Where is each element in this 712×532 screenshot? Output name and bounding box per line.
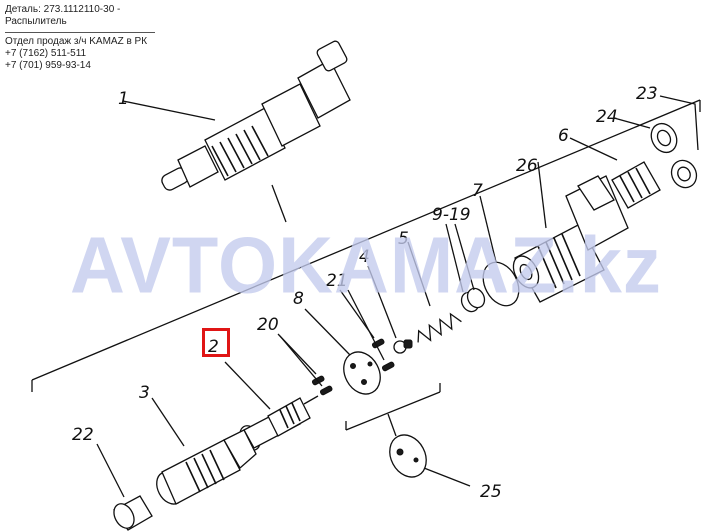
- sales-department: Отдел продаж з/ч KAMAZ в РК: [5, 36, 148, 47]
- part-20-pins: [277, 333, 333, 396]
- part-22-sleeve: [96, 443, 153, 531]
- part-5-spring: [407, 241, 462, 343]
- part-6-fitting: [569, 137, 661, 209]
- phone-2: +7 (701) 959-93-14: [5, 60, 91, 71]
- label-3: 3: [139, 383, 150, 403]
- label-7: 7: [472, 181, 483, 201]
- part-24-ring: [613, 117, 678, 154]
- part-2-sprayer: [224, 361, 319, 451]
- label-25: 25: [480, 482, 502, 502]
- part-25-plate: [389, 434, 471, 487]
- part-1-injector: [122, 40, 351, 191]
- part-8-disc: [304, 308, 381, 395]
- watermark: AVTOKAMAZ.kz: [70, 220, 662, 311]
- part-4-pin: [367, 265, 413, 354]
- label-26: 26: [516, 156, 538, 176]
- label-6: 6: [558, 126, 569, 146]
- label-4: 4: [359, 247, 370, 267]
- part-labels: 1 3 4 5 6 7 8 9-19 20 21 22 23 24 25 26 …: [72, 84, 658, 502]
- label-20: 20: [257, 315, 279, 335]
- label-22: 22: [72, 425, 94, 445]
- label-1: 1: [118, 89, 129, 109]
- part-26-nut: [512, 161, 629, 303]
- part-title: Деталь: 273.1112110-30 - Распылитель: [5, 4, 121, 27]
- label-9-19: 9-19: [432, 205, 471, 225]
- part-9-19-shims: [445, 223, 486, 313]
- label-8: 8: [293, 289, 304, 309]
- info-block: Деталь: 273.1112110-30 - Распылитель Отд…: [5, 4, 165, 72]
- phone-1: +7 (7162) 511-511: [5, 48, 87, 59]
- sub-bracket: [345, 383, 441, 437]
- part-3-nozzle-nut: [151, 397, 257, 505]
- label-23: 23: [636, 84, 658, 104]
- info-divider: [5, 32, 155, 33]
- label-5: 5: [398, 229, 409, 249]
- label-24: 24: [596, 107, 618, 127]
- part-23-cap: [659, 95, 699, 189]
- part-21-pins: [339, 289, 395, 372]
- part-7-oring: [479, 195, 520, 307]
- highlight-box-part-2: [202, 328, 230, 357]
- label-2: 2: [208, 337, 219, 357]
- label-21: 21: [326, 271, 348, 291]
